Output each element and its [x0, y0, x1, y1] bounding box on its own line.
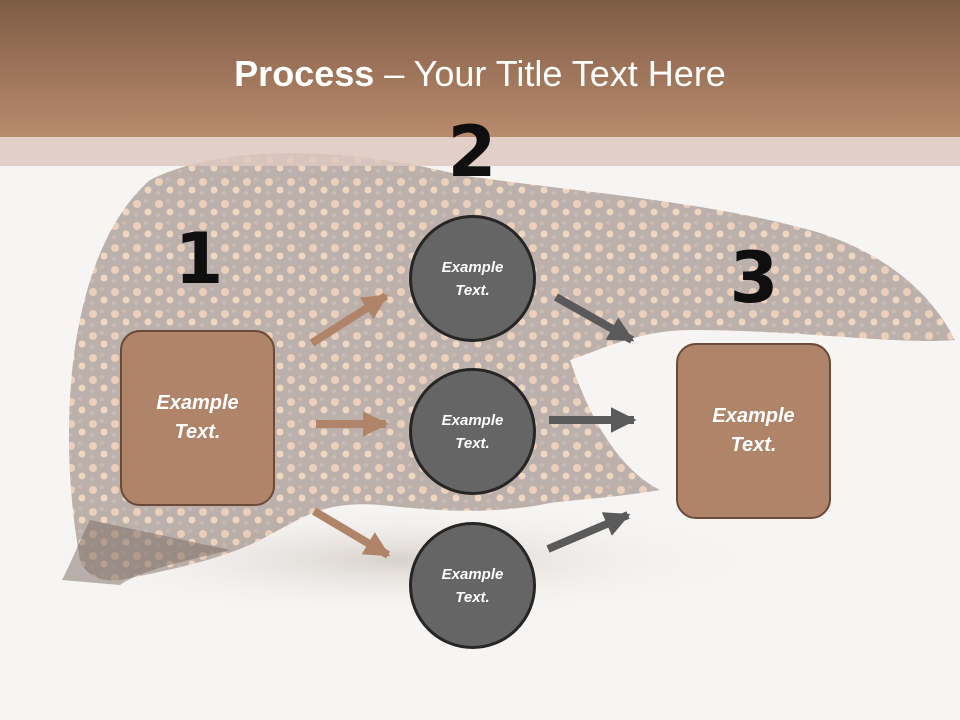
circle-top: Example Text. [409, 215, 536, 342]
circle-bottom-text: Example Text. [441, 565, 504, 606]
circle-bottom: Example Text. [409, 522, 536, 649]
circle-middle: Example Text. [409, 368, 536, 495]
arrow-from-top-circle [554, 293, 635, 344]
step-1-text: Example Text. [156, 392, 239, 443]
arrow-from-bottom-circle [546, 511, 631, 553]
step-3-box: Example Text. [676, 343, 831, 519]
step-number-2: 2 [447, 111, 497, 193]
step-number-3: 3 [729, 237, 779, 319]
arrow-to-bottom-circle [311, 507, 391, 559]
slide-title: Process – Your Title Text Here [0, 52, 960, 96]
step-1-box: Example Text. [120, 330, 275, 506]
title-bar [0, 0, 960, 137]
title-bar-band [0, 137, 960, 166]
title-rest: – Your Title Text Here [374, 53, 726, 94]
step-3-text: Example Text. [712, 405, 795, 456]
title-bold: Process [234, 53, 375, 94]
arrow-to-top-circle [309, 292, 389, 347]
circle-top-text: Example Text. [441, 258, 504, 299]
circle-middle-text: Example Text. [441, 411, 504, 452]
step-number-1: 1 [174, 218, 224, 300]
